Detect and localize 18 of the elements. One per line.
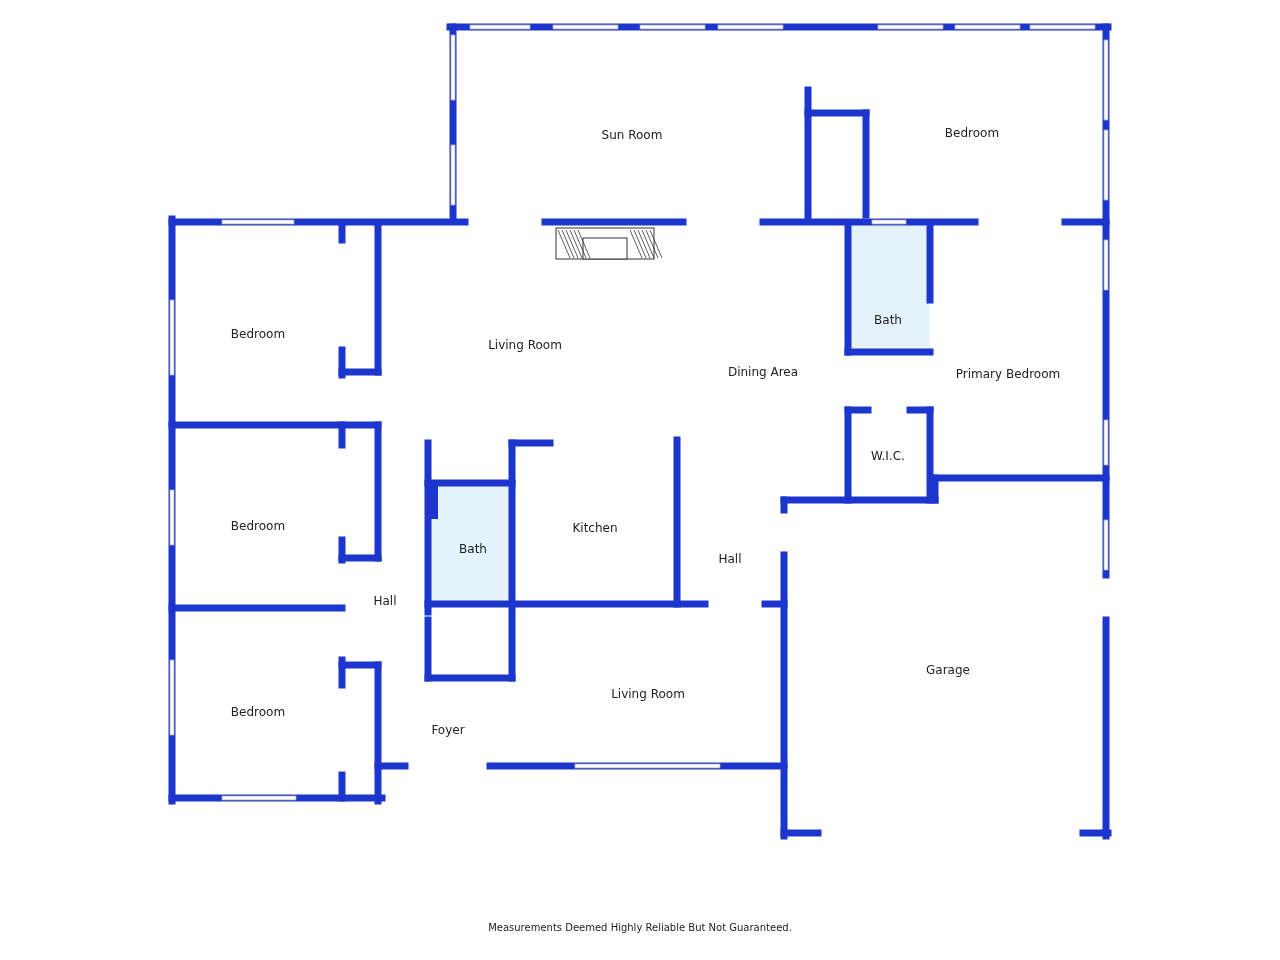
room-label: Dining Area bbox=[727, 365, 799, 379]
room-label: Hall bbox=[373, 594, 397, 608]
room-label: Foyer bbox=[431, 723, 465, 737]
room-label: Bedroom bbox=[230, 705, 286, 719]
room-label: Garage bbox=[926, 663, 970, 677]
room-label: Bedroom bbox=[230, 327, 286, 341]
room-label: Kitchen bbox=[572, 521, 618, 535]
room-label: Bedroom bbox=[944, 126, 1000, 140]
room-label: Bath bbox=[874, 313, 902, 327]
room-label: Bath bbox=[459, 542, 487, 556]
room-label: Primary Bedroom bbox=[955, 367, 1061, 381]
caption: Measurements Deemed Highly Reliable But Not Guaranteed. bbox=[488, 921, 792, 933]
room-label: Living Room bbox=[488, 338, 562, 352]
room-label: Living Room bbox=[611, 687, 685, 701]
room-label: W.I.C. bbox=[871, 449, 905, 463]
room-label: Sun Room bbox=[601, 128, 663, 142]
room-label: Bedroom bbox=[230, 519, 286, 533]
room-label: Hall bbox=[718, 552, 742, 566]
